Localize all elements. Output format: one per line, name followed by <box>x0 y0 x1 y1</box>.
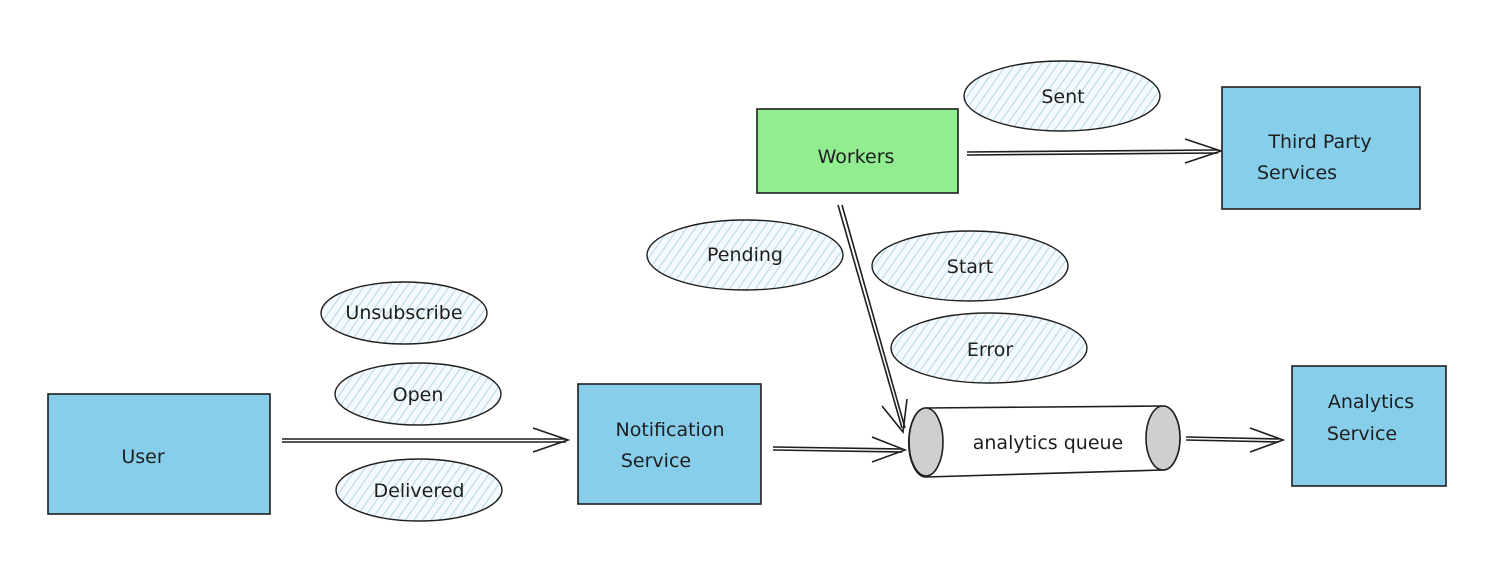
queue-right-cap <box>1145 405 1181 471</box>
event-start-label: Start <box>947 256 993 278</box>
notification-service-label-line1: Notification <box>615 419 724 441</box>
third-party-label-line2: Services <box>1257 162 1337 184</box>
event-open-label: Open <box>393 384 444 406</box>
event-delivered-label: Delivered <box>374 480 465 502</box>
analytics-service-node[interactable]: Analytics Service <box>1291 365 1447 487</box>
arrow-workers-to-third-party <box>966 138 1224 164</box>
analytics-service-label-line1: Analytics <box>1328 391 1414 413</box>
event-sent-label: Sent <box>1041 86 1084 108</box>
event-pending-label: Pending <box>707 244 783 266</box>
analytics-queue-label: analytics queue <box>973 432 1124 454</box>
arrow-notification-to-queue <box>772 436 908 463</box>
arrow-workers-to-queue <box>837 204 908 434</box>
event-unsubscribe-label: Unsubscribe <box>345 302 462 324</box>
event-start[interactable]: Start <box>871 230 1069 302</box>
analytics-service-label-line2: Service <box>1327 423 1397 445</box>
notification-service-label-line2: Service <box>621 450 691 472</box>
user-node[interactable]: User <box>47 393 271 515</box>
arrow-queue-to-analytics <box>1185 427 1286 453</box>
event-sent[interactable]: Sent <box>963 60 1161 132</box>
event-pending[interactable]: Pending <box>646 219 844 291</box>
user-label: User <box>121 446 164 468</box>
arrow-user-to-notification <box>282 427 571 453</box>
event-delivered[interactable]: Delivered <box>335 458 503 522</box>
analytics-queue-node[interactable]: analytics queue <box>907 405 1181 478</box>
event-unsubscribe[interactable]: Unsubscribe <box>320 281 488 345</box>
workers-node[interactable]: Workers <box>756 108 959 194</box>
workers-label: Workers <box>818 146 895 168</box>
event-open[interactable]: Open <box>334 362 502 426</box>
third-party-services-node[interactable]: Third Party Services <box>1221 86 1421 210</box>
notification-service-node[interactable]: Notification Service <box>577 383 762 505</box>
event-error[interactable]: Error <box>890 312 1088 384</box>
queue-left-cap <box>908 407 944 477</box>
third-party-label-line1: Third Party <box>1267 131 1371 153</box>
event-error-label: Error <box>967 339 1014 361</box>
